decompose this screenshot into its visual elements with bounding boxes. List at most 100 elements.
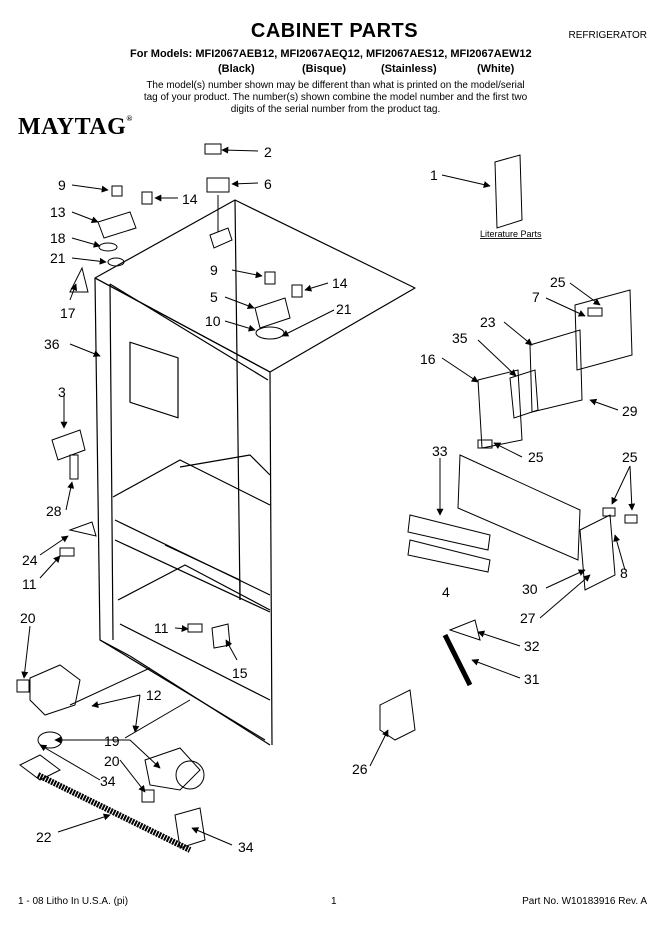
exploded-parts-diagram: 2 6 9 14 13 18 21 9 14 5 10 21 17 36 3 2… [16,143,638,855]
callout-21: 21 [50,250,66,266]
callout-28: 28 [46,503,62,519]
screw-part-25b [477,439,493,449]
hinge-part-3 [51,429,86,461]
callout-16: 16 [420,351,436,367]
hinge-part-5 [254,297,291,329]
screw-part-20b [141,789,155,803]
roller-part-34 [175,760,205,790]
callout-13: 13 [50,204,66,220]
registered-mark: ® [126,114,133,123]
callout-35: 35 [452,330,468,346]
models-line: For Models: MFI2067AEB12, MFI2067AEQ12, … [130,48,532,60]
callout-22: 22 [36,829,52,845]
screw-part-20 [16,679,30,693]
callout-23: 23 [480,314,496,330]
brand-name: MAYTAG [18,114,127,140]
callout-9b: 9 [210,262,218,278]
category-label: REFRIGERATOR [568,30,647,41]
part-10 [255,326,285,340]
clip-part-15 [211,623,231,649]
callout-20: 20 [20,610,36,626]
hinge-part-13 [97,211,137,239]
cabinet-drawing [94,199,416,746]
callout-31: 31 [524,671,540,687]
leader-lines [21,146,636,846]
part-21 [107,257,125,267]
callout-4: 4 [442,584,450,600]
callout-34: 34 [100,773,116,789]
callout-21b: 21 [336,301,352,317]
callout-11: 11 [22,576,37,592]
variant-black: (Black) [218,63,255,75]
footer-litho: 1 - 08 Litho In U.S.A. (pi) [18,896,129,907]
hinge-bracket-part-6 [206,177,230,193]
strip-lower [407,539,491,573]
variant-bisque: (Bisque) [302,63,346,75]
callout-1: 1 [430,167,438,183]
grille-part-22 [36,772,192,853]
callout-8: 8 [620,565,628,581]
part-17 [69,266,89,293]
callout-25c: 25 [622,449,638,465]
callout-17: 17 [60,305,76,321]
screw-part-9b [264,271,276,285]
roller-part-26 [379,689,416,741]
rod-part-12a [69,667,151,706]
callout-25: 25 [550,274,566,290]
callout-18: 18 [50,230,66,246]
cover-part-29 [574,289,633,371]
literature-parts-label: Literature Parts [480,229,542,239]
callout-9: 9 [58,177,66,193]
callout-11b: 11 [154,620,169,636]
hinge-base [209,227,233,249]
clamp-part-32 [448,619,481,641]
callout-24: 24 [22,552,38,568]
leveling-bracket [29,664,81,716]
callout-29: 29 [622,403,638,419]
part-24 [68,521,97,537]
hinge-pin-part-2 [204,143,222,155]
callout-labels: 2 6 9 14 13 18 21 9 14 5 10 21 17 36 3 2… [20,144,638,855]
footer-part-number: Part No. W10183916 Rev. A [522,896,647,907]
callout-3: 3 [58,384,66,400]
callout-26: 26 [352,761,368,777]
callout-14b: 14 [332,275,348,291]
bracket-right [144,747,201,791]
callout-12: 12 [146,687,162,703]
callout-7: 7 [532,289,540,305]
hardware-drawings [16,143,638,853]
callout-36: 36 [44,336,60,352]
callout-32: 32 [524,638,540,654]
callout-30: 30 [522,581,538,597]
screw-part-11b [187,623,203,633]
callout-25b: 25 [528,449,544,465]
callout-15: 15 [232,665,248,681]
page-title: CABINET PARTS [250,20,419,42]
brand-logo: MAYTAG® [18,114,133,141]
screw-part-25d [624,514,638,524]
screw-part-14 [141,191,153,205]
screw-part-11 [59,547,75,557]
screw-part-9 [111,185,123,197]
caster-left [19,754,61,781]
callout-2: 2 [264,144,272,160]
callout-6: 6 [264,176,272,192]
panel-part-30 [457,454,581,561]
screw-part-25a [587,307,603,317]
callout-19: 19 [104,733,120,749]
footer-page-number: 1 [331,896,337,907]
rod-part-12b [124,699,191,739]
strip-part-33 [407,514,491,551]
callout-33: 33 [432,443,448,459]
callout-27: 27 [520,610,536,626]
callout-5: 5 [210,289,218,305]
model-note: The model(s) number shown may be differe… [143,80,528,115]
literature-part-1 [494,154,523,229]
bracket-part-23 [529,329,583,413]
evaporator-part-16 [477,369,523,449]
screw-part-25c [602,507,616,517]
caster-right [174,807,206,849]
shim-part-18 [98,242,118,252]
variant-white: (White) [477,63,515,75]
callout-34b: 34 [238,839,254,855]
